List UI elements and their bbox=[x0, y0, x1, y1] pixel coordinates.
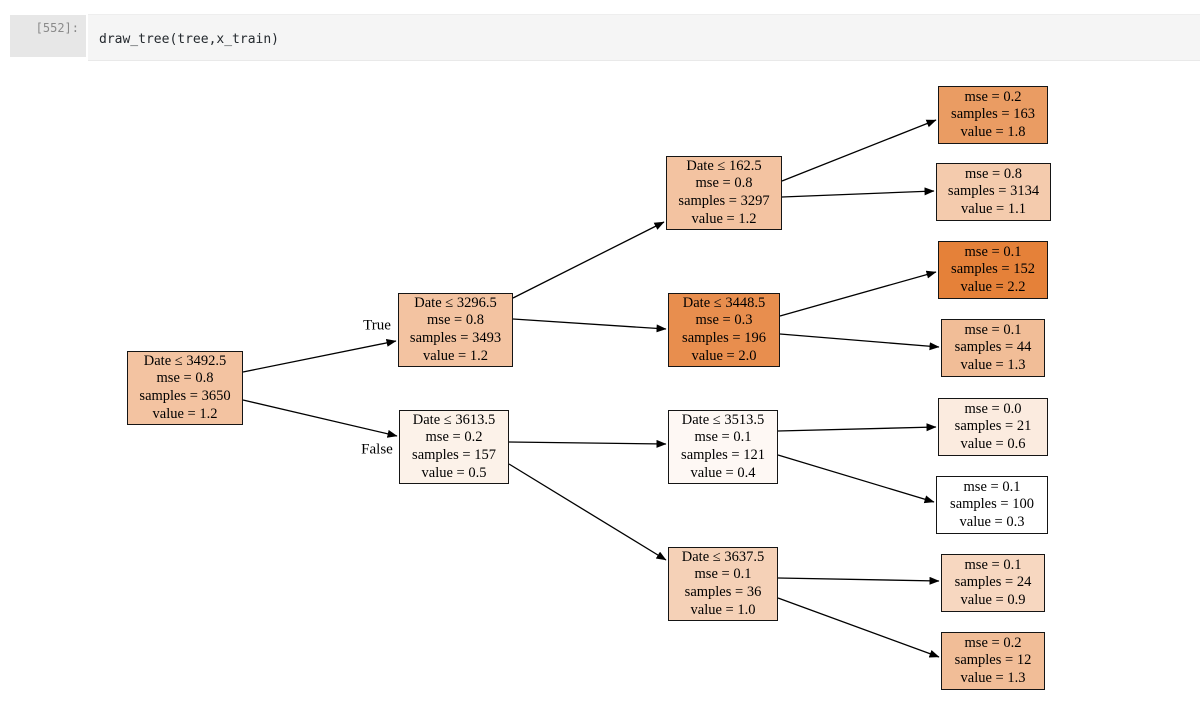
tree-node-value: value = 0.5 bbox=[421, 464, 487, 481]
tree-node-value: value = 0.4 bbox=[690, 464, 756, 481]
tree-node-value: value = 1.2 bbox=[152, 405, 218, 422]
tree-edge-n3637-l24 bbox=[777, 576, 940, 585]
tree-node-samples: samples = 196 bbox=[682, 330, 766, 346]
tree-node-condition: Date ≤ 162.5 bbox=[686, 157, 762, 174]
tree-node-condition: Date ≤ 3613.5 bbox=[412, 411, 496, 428]
tree-node-mse: mse = 0.1 bbox=[963, 478, 1021, 495]
edge-label-true: True bbox=[363, 317, 391, 334]
tree-node-samples: samples = 3134 bbox=[947, 183, 1040, 200]
tree-node-mse: mse = 0.1 bbox=[964, 321, 1022, 338]
tree-node-mse: mse = 0.8 bbox=[156, 370, 214, 387]
tree-node-mse: mse = 0.1 bbox=[694, 566, 752, 583]
tree-node-value: value = 1.3 bbox=[960, 356, 1026, 373]
tree-edge-root-n3296 bbox=[242, 338, 397, 373]
execution-count: [552]: bbox=[10, 15, 86, 57]
tree-node-mse: mse = 0.1 bbox=[964, 556, 1022, 573]
tree-node-samples: samples = 36 bbox=[684, 584, 762, 600]
tree-node-samples: samples = 21 bbox=[954, 418, 1032, 435]
tree-node-mse: mse = 0.1 bbox=[694, 429, 752, 446]
tree-edge-n3513-l100 bbox=[777, 454, 935, 504]
tree-node-condition: Date ≤ 3296.5 bbox=[414, 294, 497, 311]
code-input[interactable]: draw_tree(tree,x_train) bbox=[88, 14, 1200, 61]
tree-edges-svg bbox=[242, 119, 940, 658]
tree-node-value: value = 0.6 bbox=[960, 435, 1026, 452]
tree-node-samples: samples = 157 bbox=[412, 447, 496, 463]
tree-node-condition: Date ≤ 3637.5 bbox=[681, 548, 765, 565]
tree-edge-root-n3613 bbox=[242, 399, 398, 438]
tree-node-mse: mse = 0.0 bbox=[964, 400, 1022, 417]
tree-node-value: value = 0.9 bbox=[960, 591, 1026, 608]
tree-node-samples: samples = 152 bbox=[951, 261, 1035, 278]
tree-node-value: value = 0.3 bbox=[959, 513, 1025, 530]
tree-node-value: value = 1.0 bbox=[690, 601, 756, 618]
tree-node-value: value = 1.8 bbox=[960, 123, 1026, 140]
tree-node-samples: samples = 3493 bbox=[409, 330, 502, 346]
tree-node-samples: samples = 3650 bbox=[139, 388, 231, 404]
tree-edge-n162-l3134 bbox=[781, 187, 935, 198]
code-text: draw_tree(tree,x_train) bbox=[99, 32, 280, 47]
tree-node-samples: samples = 100 bbox=[950, 496, 1034, 513]
tree-node-value: value = 2.0 bbox=[691, 347, 757, 364]
tree-node-mse: mse = 0.1 bbox=[964, 243, 1022, 260]
tree-node-value: value = 2.2 bbox=[960, 278, 1026, 295]
tree-node-condition: Date ≤ 3492.5 bbox=[143, 352, 227, 369]
tree-node-mse: mse = 0.3 bbox=[695, 312, 753, 329]
tree-edge-n3613-n3637 bbox=[508, 463, 667, 561]
code-cell: [552]: draw_tree(tree,x_train) bbox=[0, 14, 1200, 61]
tree-node-condition: Date ≤ 3448.5 bbox=[682, 294, 766, 311]
tree-edge-n3513-l21 bbox=[777, 423, 937, 432]
tree-node-samples: samples = 24 bbox=[954, 574, 1032, 591]
tree-edges-group bbox=[242, 119, 940, 658]
tree-node-mse: mse = 0.2 bbox=[425, 429, 483, 446]
tree-node-samples: samples = 121 bbox=[681, 447, 765, 463]
tree-node-mse: mse = 0.8 bbox=[695, 175, 753, 192]
tree-node-samples: samples = 12 bbox=[954, 652, 1032, 669]
tree-node-mse: mse = 0.2 bbox=[964, 634, 1022, 651]
tree-node-value: value = 1.2 bbox=[691, 210, 757, 227]
tree-node-condition: Date ≤ 3513.5 bbox=[681, 411, 765, 428]
tree-edge-n3637-l12 bbox=[777, 597, 940, 658]
tree-node-value: value = 1.2 bbox=[423, 347, 488, 364]
tree-node-mse: mse = 0.2 bbox=[964, 88, 1022, 105]
tree-node-samples: samples = 44 bbox=[954, 339, 1032, 356]
tree-edge-n3448-l44 bbox=[779, 333, 940, 351]
tree-node-mse: mse = 0.8 bbox=[965, 165, 1022, 182]
tree-node-samples: samples = 3297 bbox=[678, 193, 770, 209]
tree-node-value: value = 1.1 bbox=[961, 200, 1026, 217]
tree-edge-n3296-n162 bbox=[512, 221, 665, 299]
tree-edge-n162-l163 bbox=[781, 119, 937, 182]
tree-edge-n3296-n3448 bbox=[512, 318, 667, 333]
edge-label-false: False bbox=[361, 441, 393, 458]
tree-node-mse: mse = 0.8 bbox=[427, 312, 484, 329]
tree-edge-n3613-n3513 bbox=[508, 439, 667, 448]
tree-edge-n3448-l152 bbox=[779, 270, 937, 317]
tree-node-value: value = 1.3 bbox=[960, 669, 1026, 686]
tree-node-samples: samples = 163 bbox=[951, 106, 1035, 123]
